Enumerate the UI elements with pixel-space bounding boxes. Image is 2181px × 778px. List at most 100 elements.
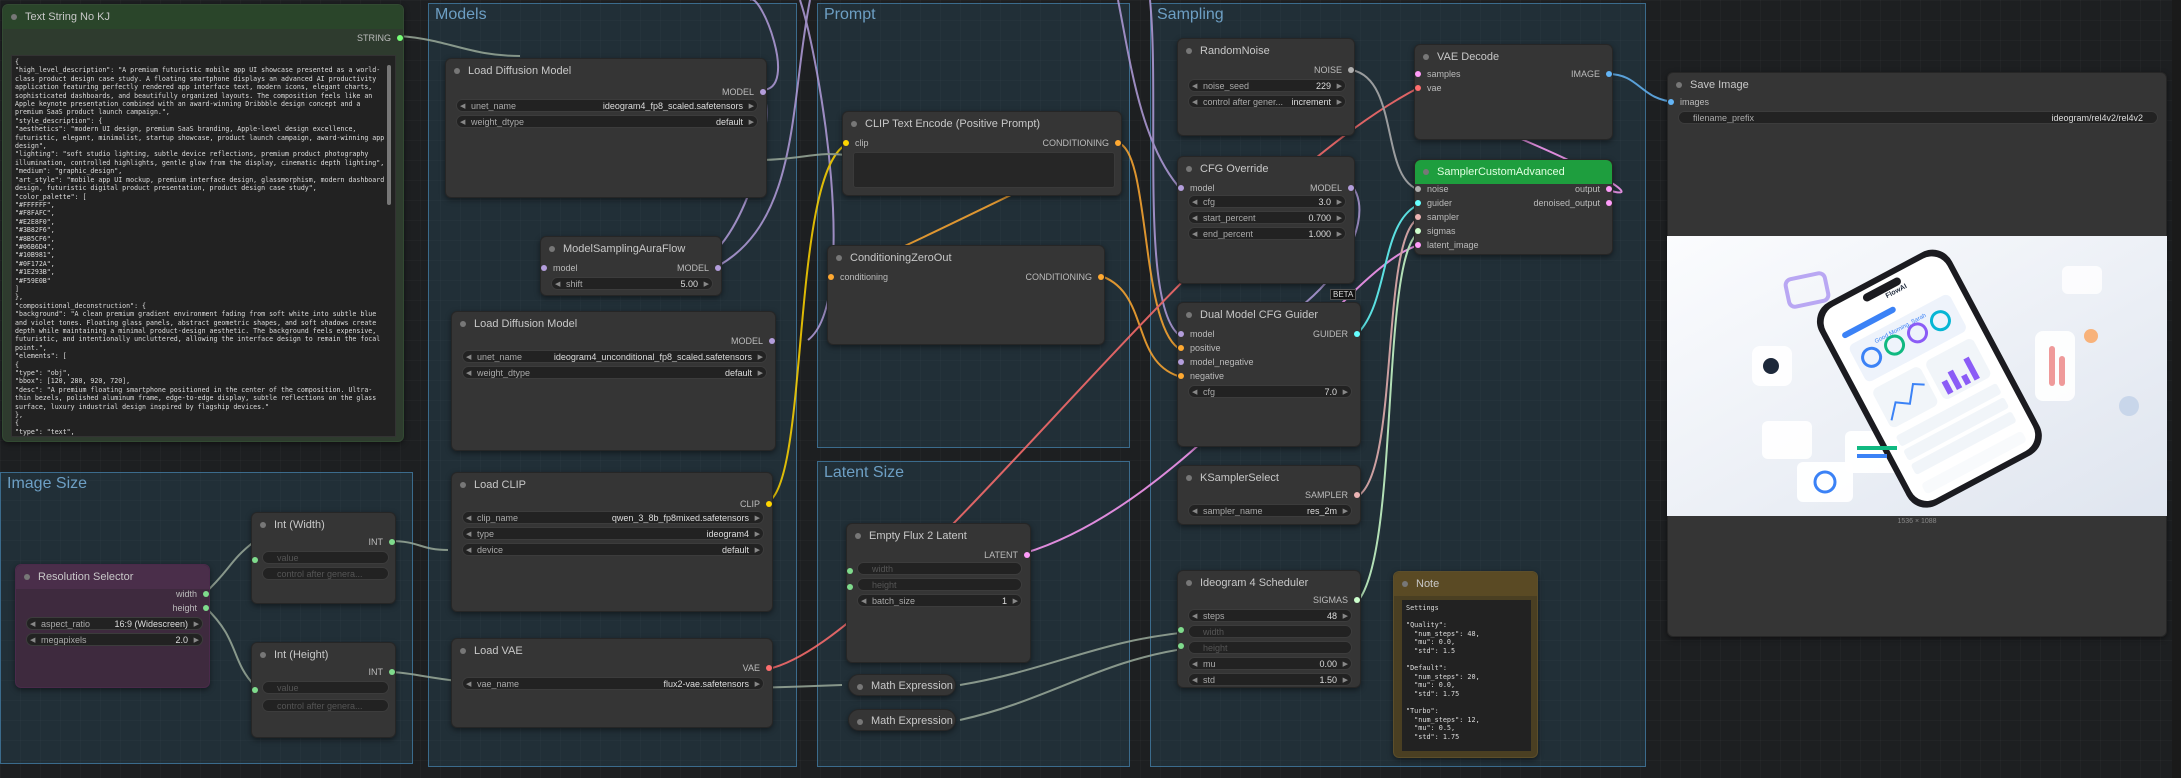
mu-stepper[interactable]: mu0.00 [1188,657,1352,670]
height-field[interactable]: height [1188,641,1352,654]
input-vae[interactable]: vae [1415,83,1442,93]
sampler-custom-advanced-node[interactable]: SamplerCustomAdvanced noise guider sampl… [1414,159,1613,255]
width-field[interactable]: width [857,562,1022,575]
vae-decode-node[interactable]: VAE Decode samples vae IMAGE [1414,44,1613,140]
output-dot[interactable] [760,89,766,95]
value-field[interactable]: value [262,681,389,694]
input-dot[interactable] [1415,214,1421,220]
output-dot[interactable] [203,605,209,611]
control-after-generate[interactable]: control after genera... [262,567,389,580]
input-clip[interactable]: clip [843,138,869,148]
input-dot[interactable] [252,687,258,693]
input-guider[interactable]: guider [1415,198,1452,208]
output-latent[interactable]: LATENT [984,550,1030,560]
output-string[interactable]: STRING [357,33,403,43]
output-dot[interactable] [203,591,209,597]
input-dot[interactable] [1415,71,1421,77]
note-node[interactable]: Note Settings "Quality": "num_steps": 48… [1393,571,1538,758]
output-int[interactable]: INT [369,667,395,677]
output-denoised[interactable]: denoised_output [1533,198,1612,208]
output-dot[interactable] [1024,552,1030,558]
note-text[interactable]: Settings "Quality": "num_steps": 48, "mu… [1402,600,1531,751]
input-dot[interactable] [541,265,547,271]
output-dot[interactable] [769,338,775,344]
output-noise[interactable]: NOISE [1314,65,1354,75]
unet-name-selector[interactable]: unet_nameideogram4_fp8_scaled.safetensor… [456,99,758,112]
output-dot[interactable] [1606,71,1612,77]
height-field[interactable]: height [857,578,1022,591]
output-dot[interactable] [1606,200,1612,206]
clip-text-encode-node[interactable]: CLIP Text Encode (Positive Prompt) clip … [842,111,1122,196]
control-after-generate[interactable]: control after genera... [262,699,389,712]
output-dot[interactable] [1348,185,1354,191]
input-dot[interactable] [1415,85,1421,91]
load-clip-node[interactable]: Load CLIP CLIP clip_nameqwen_3_8b_fp8mix… [451,472,773,612]
input-model-negative[interactable]: model_negative [1178,357,1254,367]
input-conditioning[interactable]: conditioning [828,272,888,282]
output-image[interactable]: IMAGE [1571,69,1612,79]
output-dot[interactable] [1354,492,1360,498]
output-dot[interactable] [1606,186,1612,192]
input-dot[interactable] [1178,345,1184,351]
math-expression-node-1[interactable]: Math Expression [848,674,956,696]
textarea-scrollbar[interactable] [387,65,391,205]
output-clip[interactable]: CLIP [740,499,772,509]
output-conditioning[interactable]: CONDITIONING [1026,272,1104,282]
output-dot[interactable] [1098,274,1104,280]
output-model[interactable]: MODEL [1310,183,1354,193]
output-image-preview[interactable]: FlowAI Good Morning, Sarah [1667,236,2167,516]
output-dot[interactable] [389,539,395,545]
input-dot[interactable] [1668,99,1674,105]
control-after-generate[interactable]: control after gener...increment [1188,95,1346,108]
text-string-node[interactable]: Text String No KJ STRING { "high_level_d… [2,4,404,442]
int-width-node[interactable]: Int (Width) INT value control after gene… [251,512,396,604]
input-dot[interactable] [828,274,834,280]
output-model[interactable]: MODEL [722,87,766,97]
input-dot[interactable] [1178,373,1184,379]
input-model[interactable]: model [1178,329,1215,339]
input-sigmas[interactable]: sigmas [1415,226,1456,236]
input-dot[interactable] [1178,359,1184,365]
input-sampler[interactable]: sampler [1415,212,1459,222]
output-output[interactable]: output [1575,184,1612,194]
input-dot[interactable] [847,568,853,574]
load-vae-node[interactable]: Load VAE VAE vae_nameflux2-vae.safetenso… [451,638,773,728]
input-latent-image[interactable]: latent_image [1415,240,1479,250]
text-string-textarea[interactable]: { "high_level_description": "A premium f… [11,55,396,437]
unet-name-selector[interactable]: unet_nameideogram4_unconditional_fp8_sca… [462,350,767,363]
width-field[interactable]: width [1188,625,1352,638]
empty-flux-2-latent-node[interactable]: Empty Flux 2 Latent LATENT width height … [846,523,1031,663]
output-dot[interactable] [715,265,721,271]
prompt-textarea[interactable] [853,152,1115,188]
input-dot[interactable] [1415,242,1421,248]
output-sigmas[interactable]: SIGMAS [1313,595,1360,605]
output-sampler[interactable]: SAMPLER [1305,490,1360,500]
conditioning-zero-out-node[interactable]: ConditioningZeroOut conditioning CONDITI… [827,245,1105,345]
input-noise[interactable]: noise [1415,184,1449,194]
input-dot[interactable] [1415,200,1421,206]
output-dot[interactable] [389,669,395,675]
output-dot[interactable] [1115,140,1121,146]
model-sampling-aura-flow-node[interactable]: ModelSamplingAuraFlow model MODEL shift5… [540,236,722,296]
output-dot[interactable] [397,35,403,41]
output-dot[interactable] [1348,67,1354,73]
input-negative[interactable]: negative [1178,371,1224,381]
output-int[interactable]: INT [369,537,395,547]
input-dot[interactable] [1178,331,1184,337]
ksampler-select-node[interactable]: KSamplerSelect SAMPLER sampler_nameres_2… [1177,465,1361,525]
